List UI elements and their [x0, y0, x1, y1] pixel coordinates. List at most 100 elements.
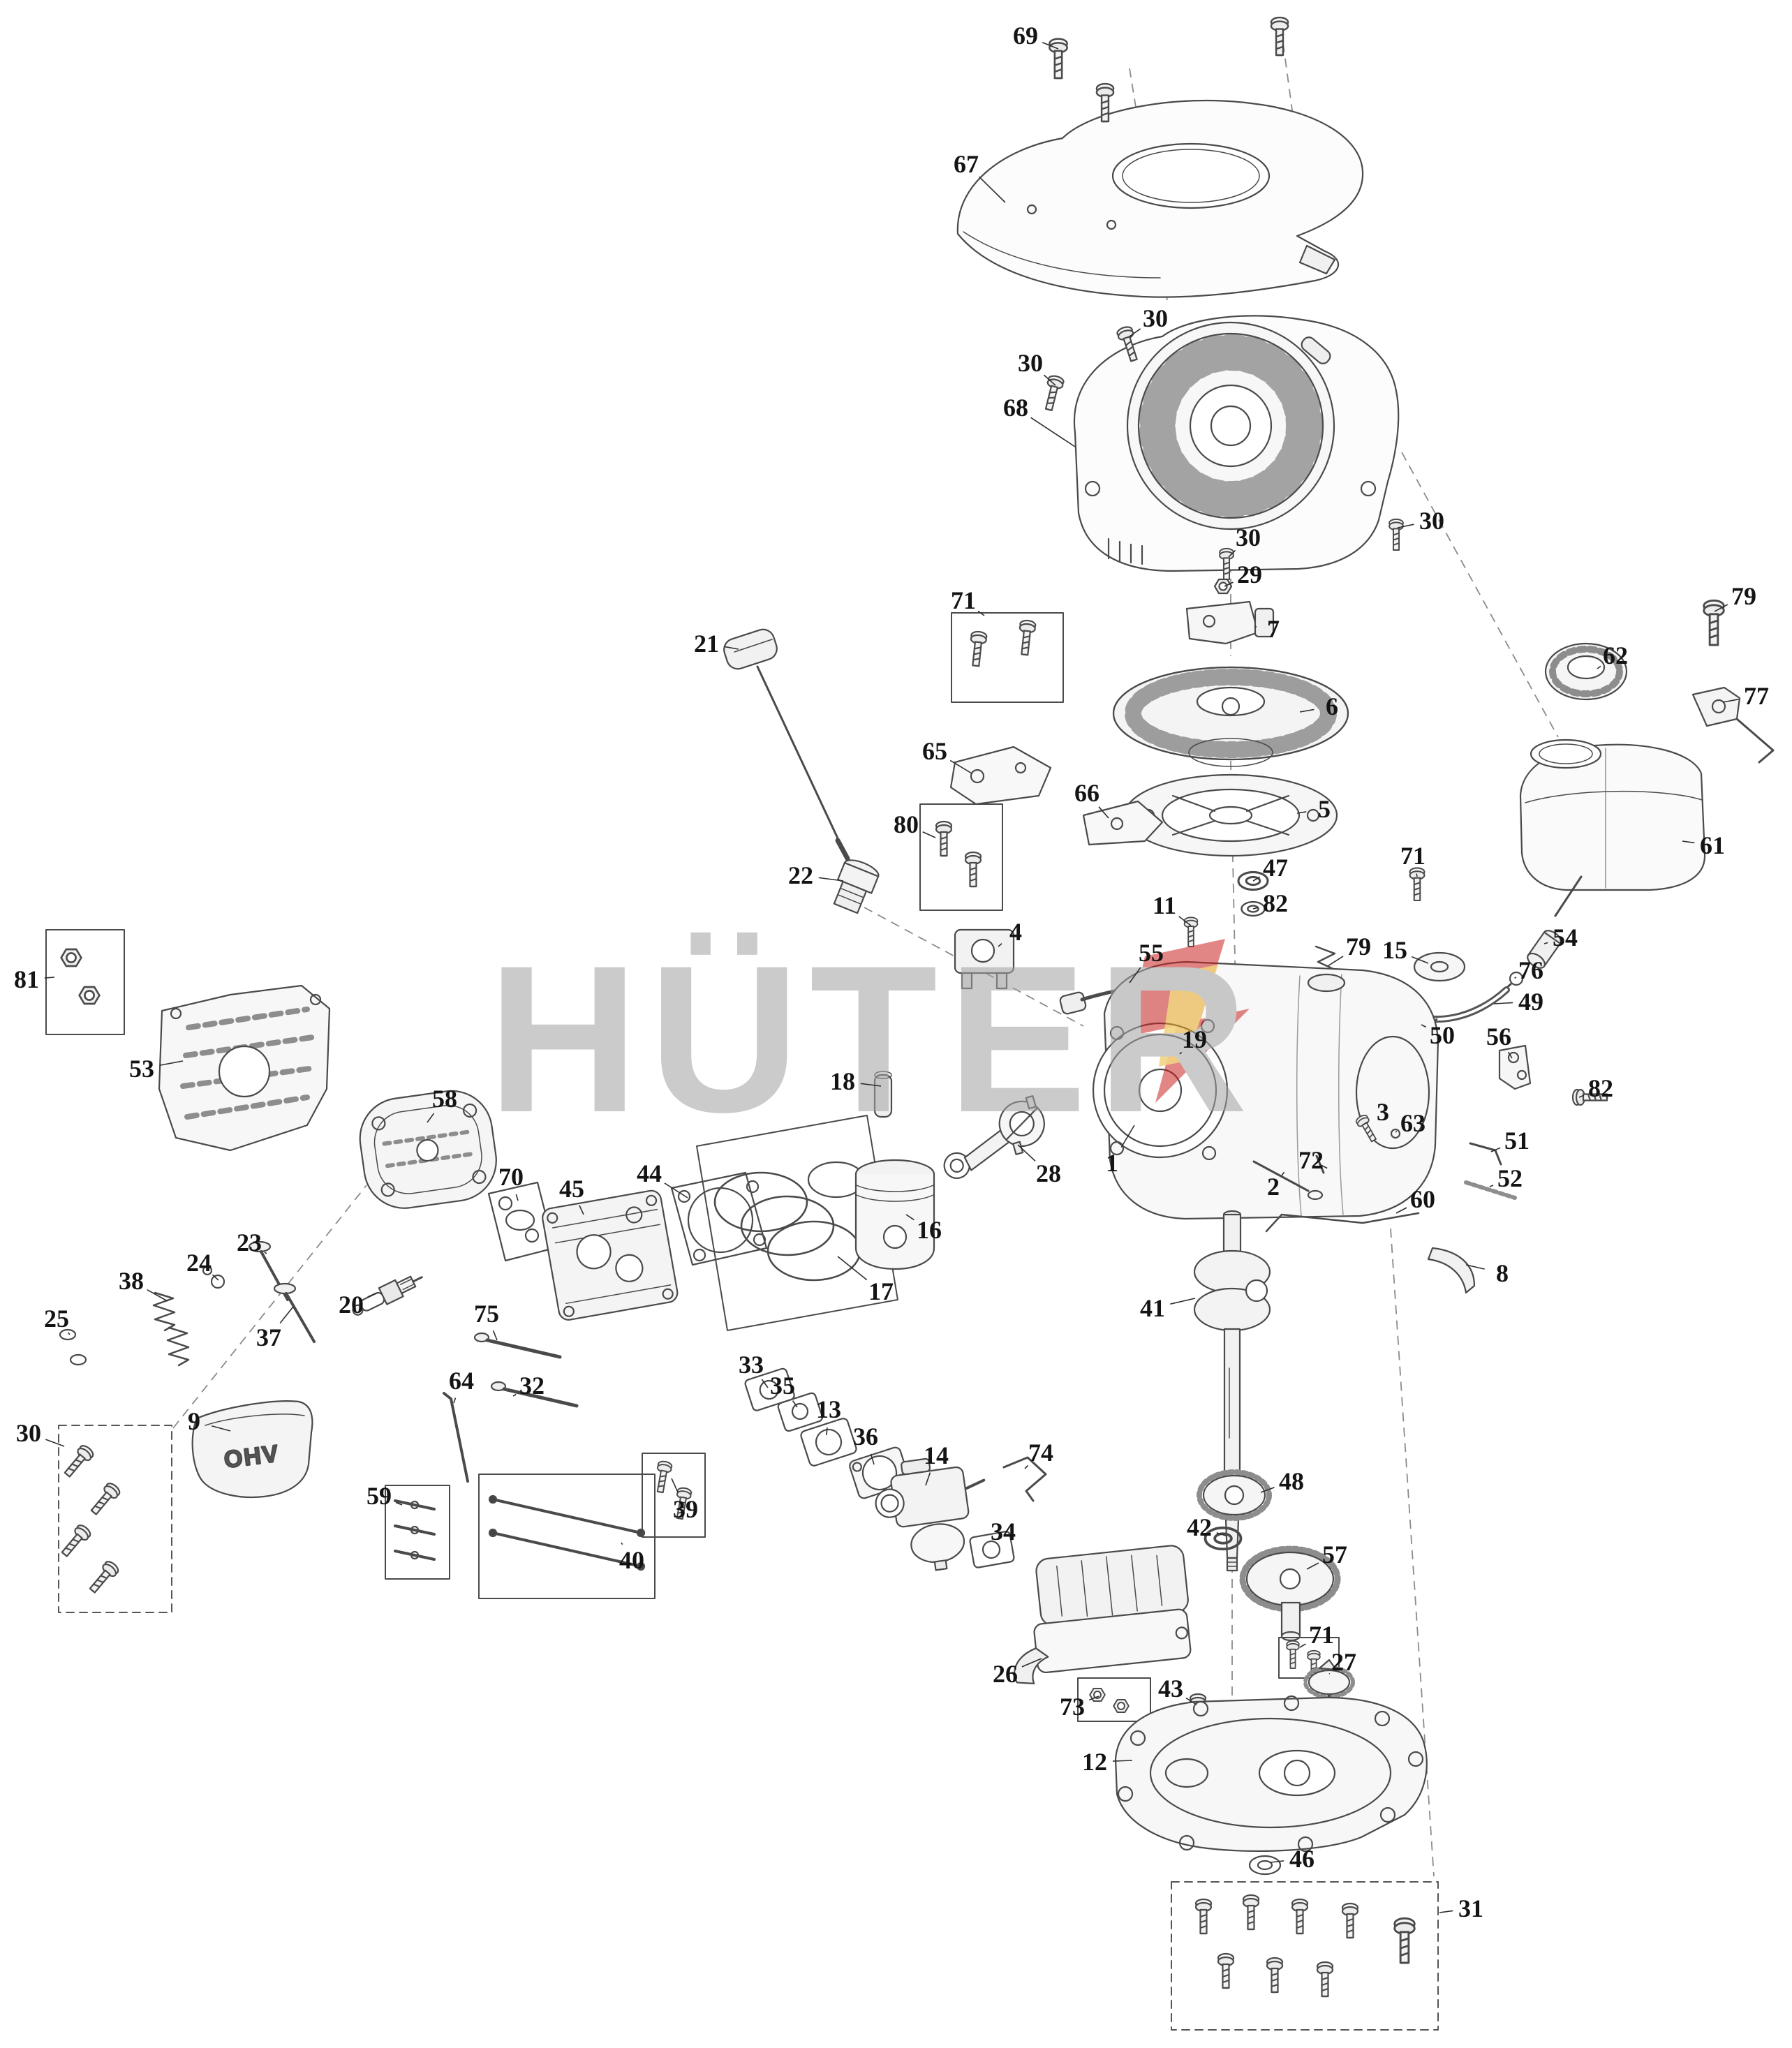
leader-line — [870, 1453, 875, 1465]
part-number-label: 53 — [129, 1055, 154, 1083]
part-number-label: 72 — [1298, 1146, 1324, 1174]
leader-line — [1299, 1643, 1306, 1648]
leader-line — [211, 1425, 231, 1432]
camshaft-gear-drawing — [1239, 1545, 1341, 1642]
part-number-label: 68 — [1003, 394, 1028, 422]
part-number-label: 70 — [498, 1163, 524, 1191]
part-number-label: 18 — [830, 1067, 855, 1095]
part-number-label: 31 — [1458, 1894, 1483, 1922]
leader-line — [264, 1252, 267, 1254]
leader-line — [367, 1292, 378, 1298]
leader-line — [1465, 1264, 1485, 1270]
watermark-logo-yellow — [1159, 965, 1218, 1067]
part-number-label: 52 — [1497, 1164, 1523, 1192]
leader-line — [1397, 524, 1414, 528]
spark-plug-drawing — [352, 1275, 423, 1316]
bracket-65-drawing — [949, 745, 1052, 806]
part-number-label: 30 — [1236, 524, 1261, 551]
leader-line — [1362, 1121, 1368, 1126]
leader-line — [1021, 1658, 1042, 1668]
part-number-label: 75 — [474, 1300, 499, 1328]
part-number-label: 38 — [119, 1267, 144, 1295]
part-number-label: 1 — [1106, 1149, 1118, 1177]
part-number-label: 42 — [1187, 1513, 1212, 1541]
leader-line — [1088, 1695, 1099, 1701]
leader-line — [818, 877, 844, 882]
leader-line — [1411, 956, 1429, 964]
leader-line — [1327, 956, 1344, 967]
part-number-label: 67 — [954, 150, 979, 178]
part-number-label: 81 — [14, 965, 39, 993]
leader-line — [1252, 907, 1258, 910]
leader-line — [1024, 1464, 1029, 1469]
leader-line — [1578, 1095, 1585, 1098]
part-number-label: 35 — [770, 1372, 795, 1400]
part-number-label: 44 — [637, 1159, 662, 1187]
part-number-label: 51 — [1504, 1127, 1530, 1155]
part-number-label: 5 — [1318, 795, 1331, 823]
oil-sump-drawing — [1114, 1695, 1428, 1853]
part-number-label: 62 — [1603, 641, 1628, 669]
part-number-label: 36 — [853, 1423, 878, 1450]
leader-line — [978, 176, 1006, 203]
leader-line — [1296, 811, 1307, 814]
leader-line — [724, 646, 739, 650]
fuel-cap-drawing — [1544, 642, 1628, 701]
parts-drawing-layer: OHV — [45, 16, 1775, 2031]
part-number-label: 82 — [1588, 1074, 1613, 1102]
leader-line — [427, 1113, 435, 1123]
leader-line — [949, 759, 972, 774]
head-gasket-drawing — [670, 1171, 768, 1266]
fuel-tank-drawing — [1519, 739, 1706, 891]
part-number-label: 56 — [1486, 1023, 1511, 1051]
part-number-label: 14 — [924, 1441, 949, 1469]
leader-line — [860, 1083, 882, 1087]
leader-line — [905, 1214, 914, 1221]
bolt-box-31-drawing — [1171, 1881, 1439, 2031]
top-cover-drawing — [956, 99, 1364, 298]
leader-line — [1030, 417, 1076, 447]
leader-line — [1722, 699, 1739, 703]
leader-line — [212, 1274, 219, 1281]
part-number-label: 57 — [1322, 1541, 1347, 1568]
part-number-label: 55 — [1139, 939, 1164, 967]
leader-line — [1179, 1051, 1183, 1055]
leader-line — [1216, 1532, 1227, 1536]
watermark-logo-red — [1127, 939, 1250, 1103]
leader-line — [515, 1194, 519, 1201]
part-number-label: 20 — [339, 1291, 364, 1319]
leader-line — [1507, 1051, 1513, 1059]
leader-line — [512, 1393, 517, 1397]
part-number-label: 65 — [922, 737, 947, 765]
leader-line — [1416, 873, 1418, 877]
rocker-arm-box-drawing — [385, 1485, 450, 1580]
watermark: HÜTER — [487, 921, 1250, 1156]
flywheel-nut-drawing — [1185, 578, 1275, 645]
part-number-label: 71 — [951, 586, 976, 614]
muffler-guard-drawing — [158, 984, 331, 1152]
leader-line — [1270, 1860, 1284, 1863]
leader-line — [621, 1542, 623, 1545]
part-number-label: 66 — [1074, 779, 1099, 807]
part-number-label: 3 — [1377, 1098, 1389, 1126]
leader-line — [1306, 1562, 1319, 1570]
part-number-label: 15 — [1382, 936, 1407, 964]
leader-line — [67, 1332, 71, 1335]
leader-line — [922, 831, 936, 838]
part-number-label: 4 — [1009, 918, 1022, 946]
part-number-label: 77 — [1744, 682, 1769, 710]
part-number-label: 19 — [1182, 1025, 1207, 1053]
leader-line — [1129, 967, 1141, 984]
bolt-box-30-drawing — [57, 1425, 172, 1613]
leader-line — [792, 1400, 798, 1408]
leader-line — [1260, 1487, 1275, 1493]
leader-line — [147, 1289, 168, 1302]
part-number-label: 22 — [788, 861, 813, 889]
leader-lines-layer — [44, 42, 1739, 1913]
pushrod-box-drawing — [478, 1474, 656, 1599]
part-number-label: 12 — [1082, 1748, 1107, 1776]
part-number-label: 8 — [1496, 1259, 1509, 1287]
part-number-label: 54 — [1553, 923, 1578, 951]
leader-line — [1493, 1002, 1513, 1004]
